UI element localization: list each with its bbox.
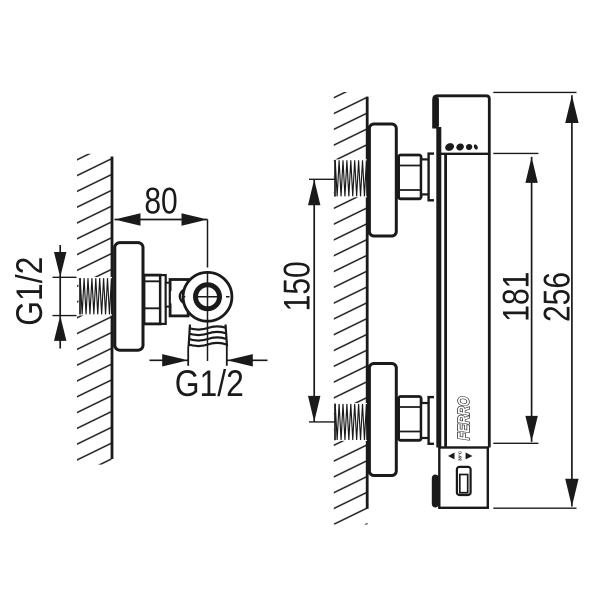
svg-text:38°C: 38°C <box>458 450 463 461</box>
svg-text:181: 181 <box>495 272 537 322</box>
svg-text:FERRO: FERRO <box>456 397 474 441</box>
svg-text:G1/2: G1/2 <box>175 363 244 405</box>
svg-text:256: 256 <box>536 272 578 322</box>
svg-text:G1/2: G1/2 <box>9 257 51 326</box>
svg-text:80: 80 <box>144 180 177 222</box>
svg-text:150: 150 <box>276 261 318 311</box>
